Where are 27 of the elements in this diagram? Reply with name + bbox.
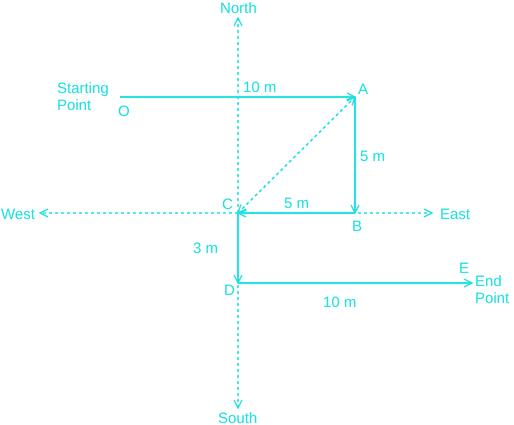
direction-label: West	[1, 206, 35, 223]
point-label: C	[222, 196, 233, 213]
arrow	[120, 92, 356, 102]
distance-label: 5 m	[360, 148, 386, 165]
distance-label: 5 m	[284, 195, 310, 212]
dashed-arrow	[233, 17, 243, 213]
distance-label: 10 m	[243, 79, 276, 96]
point-caption: End Point	[475, 273, 510, 307]
arrow	[350, 97, 360, 214]
dashed-arrow	[233, 213, 243, 409]
dashed-arrow	[39, 208, 238, 218]
point-label: B	[352, 218, 362, 235]
distance-label: 3 m	[193, 240, 218, 257]
point-label: D	[224, 282, 235, 299]
distance-label: 10 m	[323, 294, 356, 311]
arrow	[238, 278, 473, 288]
dashed-arrow	[237, 96, 356, 214]
point-label: O	[118, 103, 130, 120]
arrow	[233, 213, 243, 284]
direction-label: South	[218, 410, 258, 425]
dashed-arrow	[238, 208, 433, 218]
direction-label: North	[220, 0, 257, 17]
point-caption: Starting Point	[57, 80, 110, 114]
point-label: E	[459, 260, 470, 277]
point-label: A	[358, 81, 368, 98]
arrow	[237, 208, 355, 218]
direction-label: East	[440, 206, 470, 223]
